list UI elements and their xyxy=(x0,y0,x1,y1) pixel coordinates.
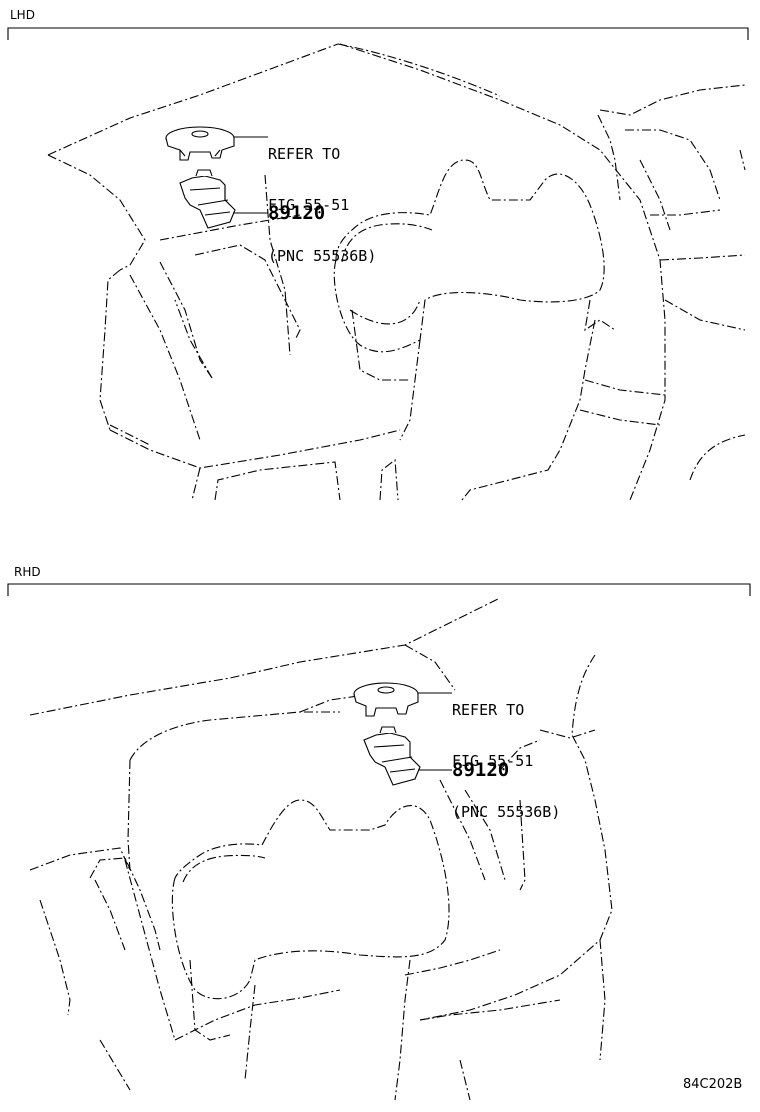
lhd-section-label: LHD xyxy=(10,8,35,22)
rhd-section-label: RHD xyxy=(14,565,41,579)
lhd-refer-line3: (PNC 55536B) xyxy=(268,247,377,265)
rhd-part-number: 89120 xyxy=(452,759,510,781)
lhd-refer-line1: REFER TO xyxy=(268,145,341,163)
lhd-leader-lines xyxy=(233,136,268,214)
lhd-dashboard-drawing xyxy=(47,43,746,501)
rhd-refer-line3: (PNC 55536B) xyxy=(452,803,561,821)
lhd-refer-line2: FIG 55-51 xyxy=(268,196,350,214)
rhd-refer-line1: REFER TO xyxy=(452,701,525,719)
lhd-part-number: 89120 xyxy=(268,202,326,224)
rhd-dashboard-drawing xyxy=(29,597,613,1101)
diagram-code: 84C202B xyxy=(683,1077,743,1092)
rhd-refer-callout: REFER TO FIG 55-51 (PNC 55536B) xyxy=(452,668,560,838)
rhd-switch-part-89120 xyxy=(363,726,421,786)
lhd-switch-part-89120 xyxy=(179,169,236,229)
lhd-refer-callout: REFER TO FIG 55-51 (PNC 55536B) xyxy=(268,112,376,282)
lhd-clip-part xyxy=(165,126,235,161)
rhd-leader-lines xyxy=(418,692,452,771)
rhd-refer-line2: FIG 55-51 xyxy=(452,752,534,770)
rhd-clip-part xyxy=(353,682,419,717)
rhd-section-bracket xyxy=(7,583,751,596)
lhd-section-bracket xyxy=(7,27,749,40)
